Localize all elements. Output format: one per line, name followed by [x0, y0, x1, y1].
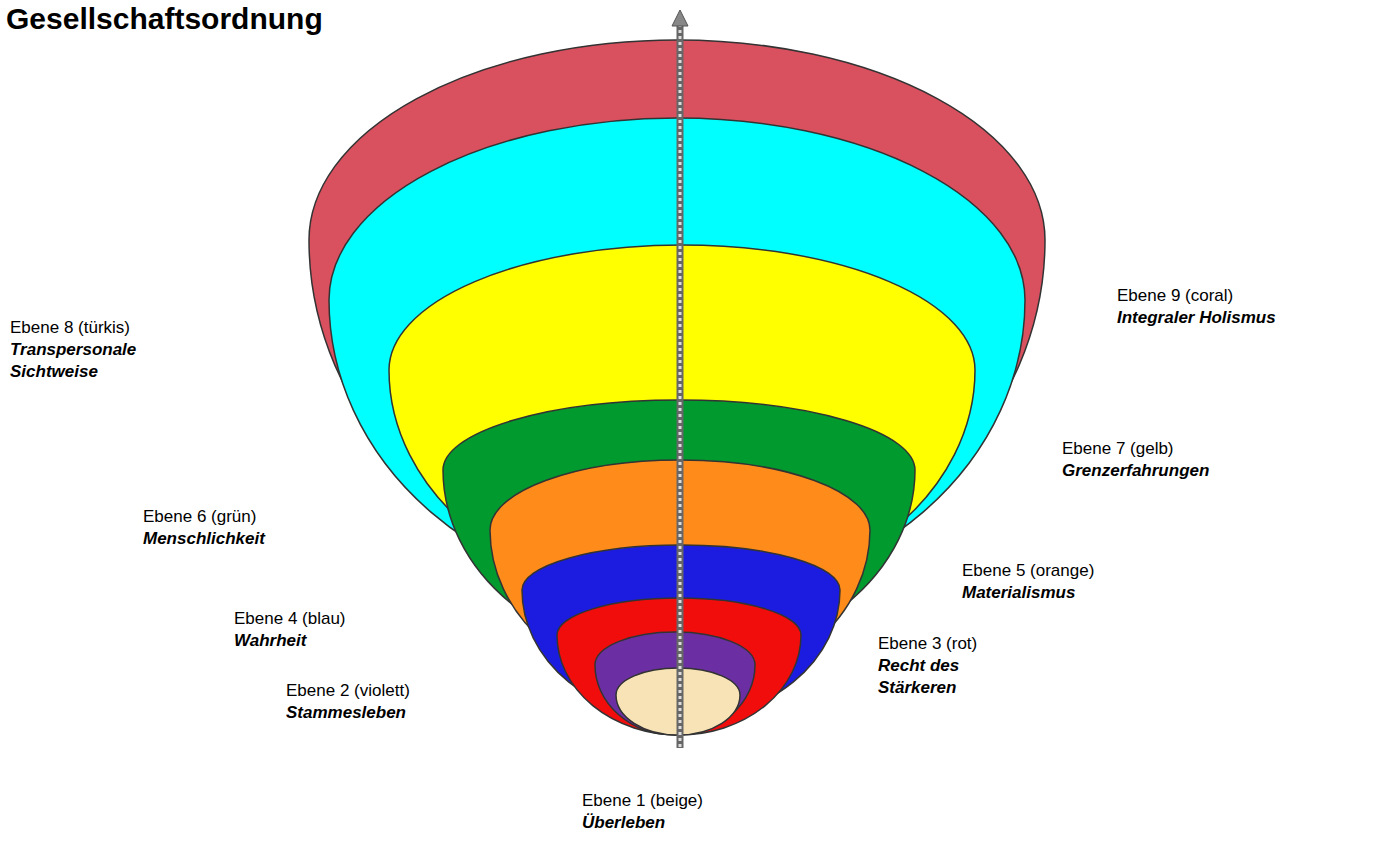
level-name: Recht des Stärkeren: [878, 655, 978, 699]
level-label: Ebene 6 (grün): [143, 506, 256, 528]
level-name: Überleben: [582, 812, 665, 834]
level-name: Grenzerfahrungen: [1062, 460, 1209, 482]
cone-band: [595, 632, 755, 735]
level-name: Menschlichkeit: [143, 528, 265, 550]
level-label: Ebene 4 (blau): [234, 608, 346, 630]
level-name: Wahrheit: [234, 630, 306, 652]
level-label: Ebene 9 (coral): [1117, 285, 1233, 307]
diagram-title: Gesellschaftsordnung: [6, 2, 323, 36]
level-label: Ebene 7 (gelb): [1062, 438, 1174, 460]
level-name: Transpersonale Sichtweise: [10, 339, 160, 383]
axis-arrow: [672, 10, 688, 748]
level-name: Stammesleben: [286, 702, 406, 724]
level-label: Ebene 1 (beige): [582, 790, 703, 812]
level-label: Ebene 8 (türkis): [10, 317, 130, 339]
level-label: Ebene 5 (orange): [962, 560, 1094, 582]
level-label: Ebene 3 (rot): [878, 633, 977, 655]
level-name: Integraler Holismus: [1117, 307, 1276, 329]
level-name: Materialismus: [962, 582, 1075, 604]
level-label: Ebene 2 (violett): [286, 680, 410, 702]
